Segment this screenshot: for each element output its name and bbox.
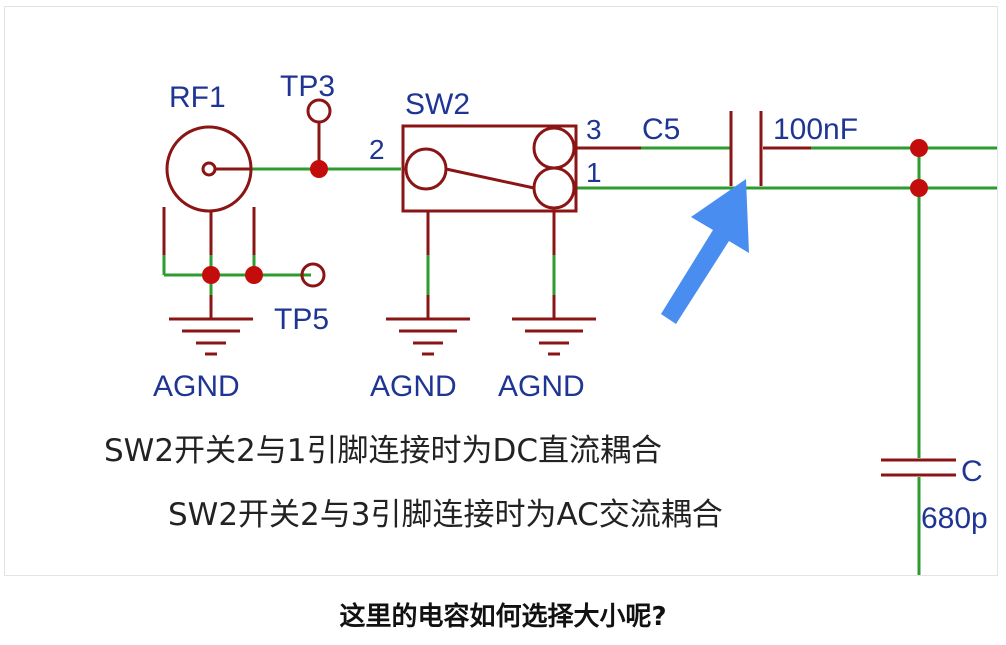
pin-number-3: 3 <box>586 114 602 145</box>
switch-sw2 <box>401 124 578 255</box>
label-tp3: TP3 <box>280 70 335 103</box>
note-ac-coupling: SW2开关2与3引脚连接时为AC交流耦合 <box>168 497 723 533</box>
question-caption: 这里的电容如何选择大小呢? <box>339 602 667 632</box>
junction-dot <box>910 139 928 157</box>
ground-symbol-2 <box>386 295 470 356</box>
pin-number-2: 2 <box>369 134 385 165</box>
label-c-partial-value: 680p <box>921 502 988 535</box>
label-c5: C5 <box>642 113 680 146</box>
ground-symbol-3 <box>512 295 596 356</box>
arrow-annotation <box>661 179 749 324</box>
label-c-partial: C <box>961 455 983 488</box>
junction-dot <box>245 266 263 284</box>
label-c5-value: 100nF <box>773 113 858 146</box>
capacitor-c5 <box>576 111 811 186</box>
junction-dot <box>910 179 928 197</box>
pin-number-1: 1 <box>586 157 602 188</box>
test-point-tp5 <box>300 262 326 288</box>
ground-symbol-1 <box>169 295 253 356</box>
label-agnd: AGND <box>498 370 585 403</box>
junction-dot <box>202 266 220 284</box>
test-point-tp3 <box>306 98 332 169</box>
label-agnd: AGND <box>370 370 457 403</box>
label-rf1: RF1 <box>169 81 226 114</box>
label-tp5: TP5 <box>274 303 329 336</box>
schematic-image: RF1 TP3 TP5 SW2 C5 100nF C 680p 2 3 1 AG… <box>4 6 998 576</box>
label-sw2: SW2 <box>405 88 470 121</box>
note-dc-coupling: SW2开关2与1引脚连接时为DC直流耦合 <box>104 433 662 469</box>
label-agnd: AGND <box>153 370 240 403</box>
schematic-diagram: RF1 TP3 TP5 SW2 C5 100nF C 680p 2 3 1 AG… <box>104 70 997 575</box>
rf-connector-rf1 <box>162 125 256 255</box>
capacitor-partial <box>881 458 956 477</box>
junction-dot <box>310 160 328 178</box>
